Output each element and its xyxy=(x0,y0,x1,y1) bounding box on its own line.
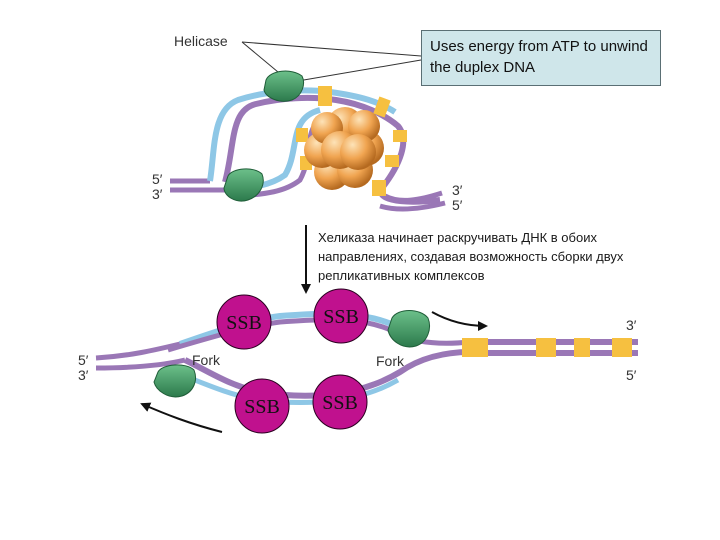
helicase-icon xyxy=(387,310,430,348)
yellow-band xyxy=(462,338,488,357)
yellow-band xyxy=(612,338,632,357)
ssb-protein: SSB xyxy=(313,288,369,344)
ssb-protein: SSB xyxy=(234,378,290,434)
helicase-icon xyxy=(153,364,196,398)
bottom-left-3-label: 3′ xyxy=(78,367,89,383)
russian-caption: Хеликаза начинает раскручивать ДНК в обо… xyxy=(318,228,678,285)
helicase-leader-line-2 xyxy=(241,41,422,57)
top-right-duplex-purple xyxy=(383,190,443,203)
helicase-label: Helicase xyxy=(174,33,228,49)
caption-text: Хеликаза начинает раскручивать ДНК в обо… xyxy=(318,230,624,283)
bottom-left-5-label: 5′ xyxy=(78,352,89,368)
yellow-band xyxy=(296,128,308,142)
atp-cluster-icon xyxy=(304,107,384,190)
top-right-3-label: 3′ xyxy=(452,182,463,198)
yellow-band xyxy=(318,86,332,106)
ssb-label: SSB xyxy=(244,396,280,418)
right-direction-arrow-icon xyxy=(431,311,488,331)
fork-right-label: Fork xyxy=(376,353,405,369)
ssb-protein: SSB xyxy=(312,374,368,430)
helicase-icon xyxy=(263,70,305,102)
top-right-5-label: 5′ xyxy=(452,197,463,213)
bottom-right-5-label: 5′ xyxy=(626,367,637,383)
helicase-leader-line-3 xyxy=(291,59,422,83)
ssb-label: SSB xyxy=(322,392,358,414)
yellow-band xyxy=(536,338,556,357)
helicase-icon xyxy=(223,168,264,202)
bottom-left-duplex-purple-2 xyxy=(95,357,186,371)
ssb-protein: SSB xyxy=(216,294,272,350)
yellow-band xyxy=(574,338,590,357)
yellow-band xyxy=(372,180,386,196)
callout-text: Uses energy from ATP to unwind the duple… xyxy=(430,38,648,76)
top-left-3-label: 3′ xyxy=(152,186,163,202)
ssb-label: SSB xyxy=(323,306,359,328)
bottom-right-3-label: 3′ xyxy=(626,317,637,333)
ssb-label: SSB xyxy=(226,312,262,334)
yellow-band xyxy=(393,130,407,142)
left-direction-arrow-icon xyxy=(140,402,223,433)
bottom-left-duplex-purple xyxy=(95,341,181,361)
atp-callout-box: Uses energy from ATP to unwind the duple… xyxy=(421,30,661,86)
fork-left-label: Fork xyxy=(192,352,221,368)
yellow-band xyxy=(385,155,399,167)
top-right-duplex-purple-2 xyxy=(379,200,446,212)
top-left-5-label: 5′ xyxy=(152,171,163,187)
yellow-band xyxy=(373,96,391,118)
bottom-upper-blue-strand xyxy=(179,310,402,347)
